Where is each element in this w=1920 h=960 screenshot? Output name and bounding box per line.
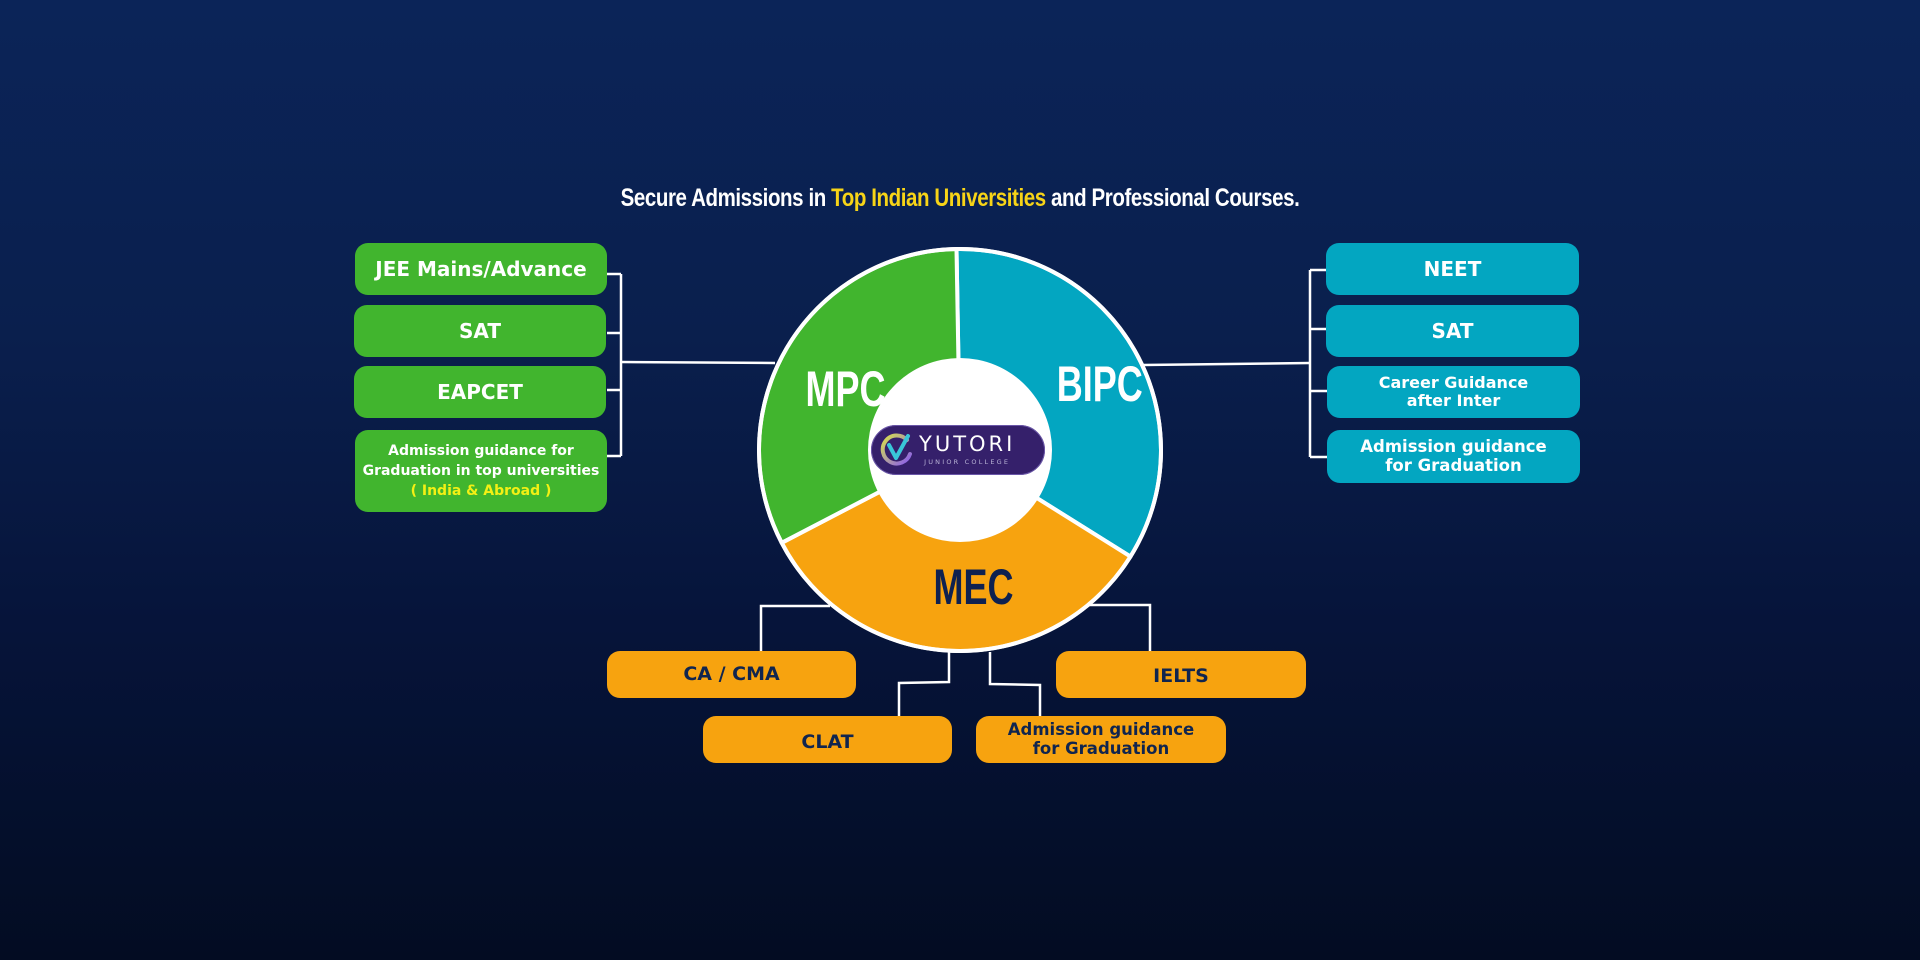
mec-item-admission[interactable]: Admission guidance for Graduation [976, 716, 1226, 763]
bipc-item-label: SAT [1431, 318, 1474, 343]
connector-bipc-trunk [1142, 361, 1311, 367]
connector-mec-ca [759, 604, 830, 651]
mpc-item-label: JEE Mains/Advance [375, 256, 587, 281]
bipc-item-label-line2: for Graduation [1385, 455, 1522, 475]
mec-item-clat[interactable]: CLAT [703, 716, 952, 763]
college-logo: YUTORI JUNIOR COLLEGE [871, 425, 1045, 475]
connector-mec-ielts [1088, 603, 1152, 651]
headline-prefix: Secure Admissions in [620, 184, 832, 212]
checkmark-logo-icon [879, 432, 915, 468]
mpc-item-jee[interactable]: JEE Mains/Advance [355, 243, 607, 295]
headline: Secure Admissions in Top Indian Universi… [173, 184, 1747, 213]
bipc-item-career[interactable]: Career Guidance after Inter [1327, 366, 1580, 418]
mec-item-ielts[interactable]: IELTS [1056, 651, 1306, 698]
headline-suffix: and Professional Courses. [1045, 184, 1300, 212]
mpc-item-eapcet[interactable]: EAPCET [354, 366, 606, 418]
bipc-item-label: Career Guidance [1378, 372, 1529, 392]
connectors [607, 268, 1328, 717]
bipc-item-label-line2: after Inter [1406, 391, 1501, 410]
mpc-item-label: SAT [459, 318, 501, 343]
connector-mec-clat [897, 652, 951, 717]
mec-item-label: CA / CMA [683, 662, 780, 685]
mec-item-label: Admission guidance [1007, 719, 1195, 739]
mec-item-label: IELTS [1153, 664, 1209, 687]
logo-tagline: JUNIOR COLLEGE [924, 458, 1011, 466]
stream-donut [757, 247, 1163, 653]
mpc-item-admission[interactable]: Admission guidance for Graduation in top… [355, 430, 607, 512]
mec-item-ca-cma[interactable]: CA / CMA [607, 651, 856, 698]
donut-outline [757, 247, 1163, 653]
segment-label-bipc: BIPC [1056, 356, 1143, 412]
mpc-item-label: EAPCET [437, 379, 523, 404]
bipc-item-label: NEET [1423, 256, 1482, 281]
bipc-item-label: Admission guidance [1360, 436, 1547, 456]
mec-item-label-line2: for Graduation [1032, 738, 1170, 758]
connector-mpc-trunk [620, 360, 776, 365]
mec-item-label: CLAT [801, 730, 854, 753]
headline-highlight: Top Indian Universities [831, 184, 1046, 212]
logo-name: YUTORI [919, 432, 1016, 456]
bipc-item-neet[interactable]: NEET [1326, 243, 1579, 295]
mpc-item-sat[interactable]: SAT [354, 305, 606, 357]
segment-label-mpc: MPC [805, 361, 886, 417]
connector-mec-admission [988, 652, 1042, 717]
mpc-item-label: Admission guidance for [388, 442, 574, 459]
segment-label-mec: MEC [933, 559, 1014, 615]
mpc-item-label-line2: Graduation in top universities [362, 462, 600, 479]
mpc-item-note: ( India & Abroad ) [410, 483, 552, 500]
bipc-item-admission[interactable]: Admission guidance for Graduation [1327, 430, 1580, 483]
bipc-item-sat[interactable]: SAT [1326, 305, 1579, 357]
